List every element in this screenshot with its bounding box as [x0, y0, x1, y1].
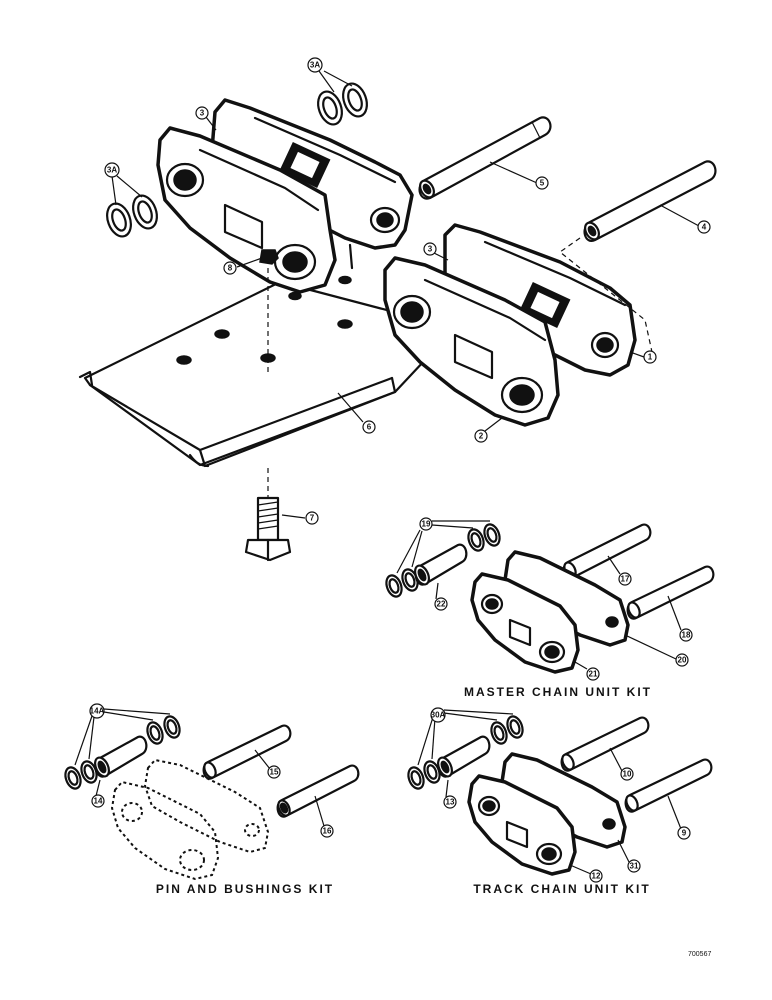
- leader-lines: [74, 70, 700, 875]
- callout-20: 20: [675, 653, 689, 667]
- svg-text:6: 6: [367, 423, 372, 432]
- svg-text:16: 16: [323, 827, 332, 836]
- callout-15: 15: [267, 765, 281, 779]
- callout-3-top: 3: [195, 106, 209, 120]
- track-chain-unit-kit-title: TRACK CHAIN UNIT KIT: [473, 882, 650, 896]
- callout-12: 12: [589, 869, 603, 883]
- callout-14: 14: [91, 794, 105, 808]
- callout-21: 21: [586, 667, 600, 681]
- svg-text:2: 2: [479, 432, 484, 441]
- svg-text:31: 31: [630, 862, 639, 871]
- callout-6: 6: [362, 420, 376, 434]
- callout-5: 5: [535, 176, 549, 190]
- svg-text:7: 7: [310, 514, 315, 523]
- lower-track-link-assembly: [383, 223, 637, 427]
- callout-10: 10: [620, 767, 634, 781]
- svg-text:14: 14: [94, 797, 103, 806]
- svg-text:1: 1: [648, 353, 653, 362]
- callout-2: 2: [474, 429, 488, 443]
- callout-9: 9: [677, 826, 691, 840]
- svg-text:3A: 3A: [107, 166, 117, 175]
- svg-text:13: 13: [446, 798, 455, 807]
- callout-3a-left: 3A: [104, 162, 120, 178]
- callout-31: 31: [627, 859, 641, 873]
- bolt-7: [244, 496, 292, 562]
- callout-13: 13: [443, 795, 457, 809]
- svg-text:15: 15: [270, 768, 279, 777]
- pin-and-bushings-kit-title: PIN AND BUSHINGS KIT: [156, 882, 334, 896]
- upper-track-link-assembly: [156, 98, 414, 294]
- svg-text:20: 20: [678, 656, 687, 665]
- svg-text:19: 19: [422, 520, 431, 529]
- callout-3-right: 3: [423, 242, 437, 256]
- svg-text:9: 9: [682, 829, 687, 838]
- svg-text:3A: 3A: [310, 61, 320, 70]
- svg-text:3: 3: [200, 109, 205, 118]
- master-chain-unit-kit: [385, 523, 715, 674]
- callout-17: 17: [618, 572, 632, 586]
- callout-16: 16: [320, 824, 334, 838]
- svg-text:12: 12: [592, 872, 601, 881]
- callout-18: 18: [679, 628, 693, 642]
- callout-22: 22: [434, 597, 448, 611]
- callout-8: 8: [223, 261, 237, 275]
- callout-4: 4: [697, 220, 711, 234]
- svg-text:18: 18: [682, 631, 691, 640]
- svg-text:5: 5: [540, 179, 545, 188]
- pin-4: [583, 160, 717, 242]
- svg-text:22: 22: [437, 600, 446, 609]
- washers-3a-left: [106, 194, 158, 238]
- callout-7: 7: [305, 511, 319, 525]
- svg-text:3: 3: [428, 245, 433, 254]
- track-chain-unit-kit: [407, 715, 713, 876]
- svg-text:30A: 30A: [431, 711, 446, 720]
- callout-1: 1: [643, 350, 657, 364]
- svg-text:10: 10: [623, 770, 632, 779]
- pin-5: [418, 116, 552, 200]
- svg-text:4: 4: [702, 223, 707, 232]
- callout-14a: 14A: [89, 703, 105, 719]
- master-chain-unit-kit-title: MASTER CHAIN UNIT KIT: [464, 685, 652, 699]
- figure-number: 700567: [688, 951, 711, 958]
- svg-text:14A: 14A: [90, 707, 105, 716]
- svg-text:8: 8: [228, 264, 233, 273]
- svg-text:21: 21: [589, 670, 598, 679]
- svg-text:17: 17: [621, 575, 630, 584]
- washers-3a-top: [317, 82, 368, 126]
- callout-19: 19: [419, 517, 433, 531]
- callout-30a: 30A: [430, 707, 446, 723]
- callout-3a-top: 3A: [307, 57, 323, 73]
- nut-8: [259, 249, 279, 265]
- pin-and-bushings-kit: [64, 715, 360, 881]
